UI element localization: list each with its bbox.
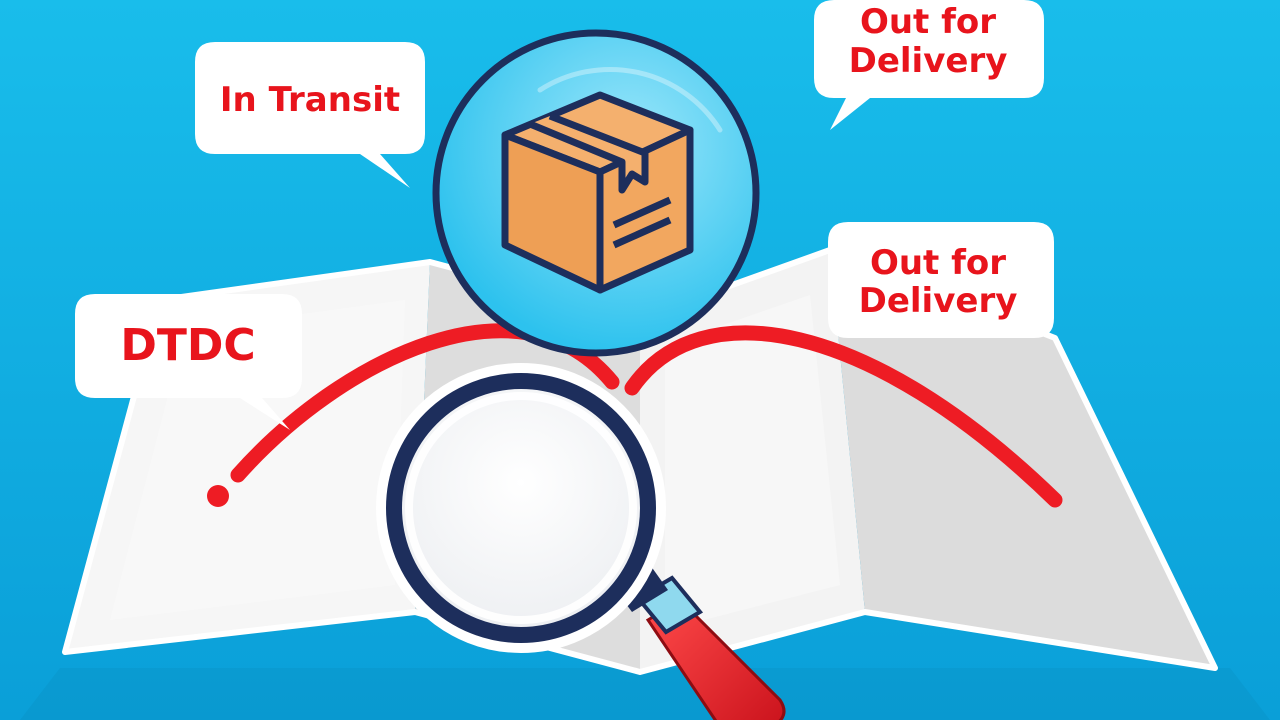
package-location-marker (432, 29, 760, 357)
route-start-dot (207, 485, 229, 507)
label-out-for-delivery-right-line2: Delivery (859, 281, 1018, 321)
bubble-out-for-delivery-right: Out for Delivery (828, 222, 1054, 338)
magnifying-glass-icon (376, 363, 786, 720)
bubble-out-for-delivery-top: Out for Delivery (814, 0, 1044, 130)
label-in-transit: In Transit (220, 80, 400, 120)
label-out-for-delivery-top-line2: Delivery (849, 41, 1008, 81)
bubble-dtdc: DTDC (75, 294, 302, 430)
label-out-for-delivery-right-line1: Out for (870, 243, 1006, 283)
bubble-in-transit: In Transit (195, 42, 425, 188)
package-box-icon (501, 91, 694, 294)
label-dtdc: DTDC (120, 320, 255, 371)
map-panel-4 (830, 250, 1215, 668)
label-out-for-delivery-top-line1: Out for (860, 2, 996, 42)
